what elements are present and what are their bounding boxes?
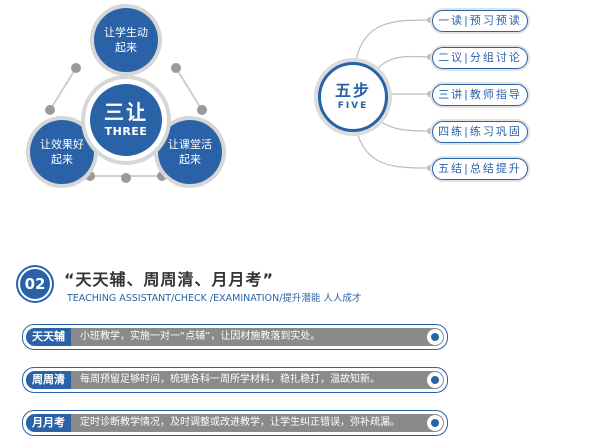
section-number: 02 [20, 269, 50, 299]
center-circle-main: 三让 [104, 100, 148, 124]
center-circle: 三让 THREE [90, 84, 162, 156]
step-pill: 四练|练习巩固 [432, 121, 528, 143]
center-circle-sub: THREE [104, 125, 148, 138]
five-circle: 五步 FIVE [318, 62, 388, 132]
section-subtitle: TEACHING ASSISTANT/CHECK /EXAMINATION/提升… [67, 293, 362, 304]
step-pill: 一读|预习预读 [432, 10, 528, 32]
five-circle-sub: FIVE [337, 101, 369, 111]
feature-tag: 月月考 [26, 414, 71, 432]
bullet-icon [427, 329, 443, 345]
feature-bar: 天天辅 小班教学，实施一对一“点辅”，让因材施教落到实处。 [22, 324, 448, 350]
feature-bar: 月月考 定时诊断教学情况，及时调整或改进教学，让学生纠正错误，弥补疏漏。 [22, 410, 448, 436]
feature-tag: 周周清 [26, 371, 71, 389]
bullet-icon [427, 415, 443, 431]
circle-right: 让课堂活起来 [158, 120, 222, 184]
feature-desc: 小班教学，实施一对一“点辅”，让因材施教落到实处。 [80, 331, 321, 342]
step-pill: 三讲|教师指导 [432, 84, 528, 106]
step-pill: 二议|分组讨论 [432, 47, 528, 69]
feature-desc: 定时诊断教学情况，及时调整或改进教学，让学生纠正错误，弥补疏漏。 [80, 417, 400, 428]
circle-top-label: 让学生动起来 [104, 26, 148, 54]
feature-tag: 天天辅 [26, 328, 71, 346]
circle-left: 让效果好起来 [30, 120, 94, 184]
circle-top: 让学生动起来 [94, 8, 158, 72]
section-title: “天天辅、周周清、月月考” [64, 270, 275, 289]
circle-left-label: 让效果好起来 [40, 138, 84, 166]
feature-bar: 周周清 每周预留足够时间，梳理各科一周所学材料，稳扎稳打，温故知新。 [22, 367, 448, 393]
step-pill: 五结|总结提升 [432, 158, 528, 180]
bullet-icon [427, 372, 443, 388]
feature-desc: 每周预留足够时间，梳理各科一周所学材料，稳扎稳打，温故知新。 [80, 374, 380, 385]
circle-right-label: 让课堂活起来 [168, 138, 212, 166]
five-circle-main: 五步 [334, 81, 371, 100]
